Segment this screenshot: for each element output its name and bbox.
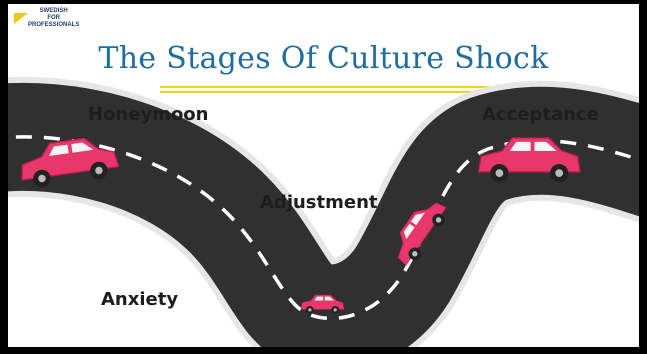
car-honeymoon xyxy=(21,137,120,188)
car-adjustment xyxy=(397,202,447,266)
car-acceptance xyxy=(477,137,581,183)
brand-flag-icon xyxy=(14,13,28,24)
stage-label-adjustment: Adjustment xyxy=(260,192,378,213)
brand-logo: SWEDISH FOR PROFESSIONALS xyxy=(14,7,104,39)
title-underline-secondary xyxy=(160,91,490,93)
brand-name: SWEDISH FOR PROFESSIONALS xyxy=(28,8,79,29)
brand-line-2: FOR xyxy=(47,15,60,21)
brand-line-1: SWEDISH xyxy=(39,8,68,14)
infographic: SWEDISH FOR PROFESSIONALS The Stages Of … xyxy=(8,4,639,347)
stage-label-anxiety: Anxiety xyxy=(101,289,179,310)
title-underline xyxy=(160,86,490,88)
stage-label-acceptance: Acceptance xyxy=(482,104,599,125)
car-anxiety xyxy=(300,294,345,314)
road-illustration xyxy=(8,76,639,347)
page-title: The Stages Of Culture Shock xyxy=(98,41,549,76)
brand-line-3: PROFESSIONALS xyxy=(28,22,80,28)
stage-label-honeymoon: Honeymoon xyxy=(88,104,209,125)
